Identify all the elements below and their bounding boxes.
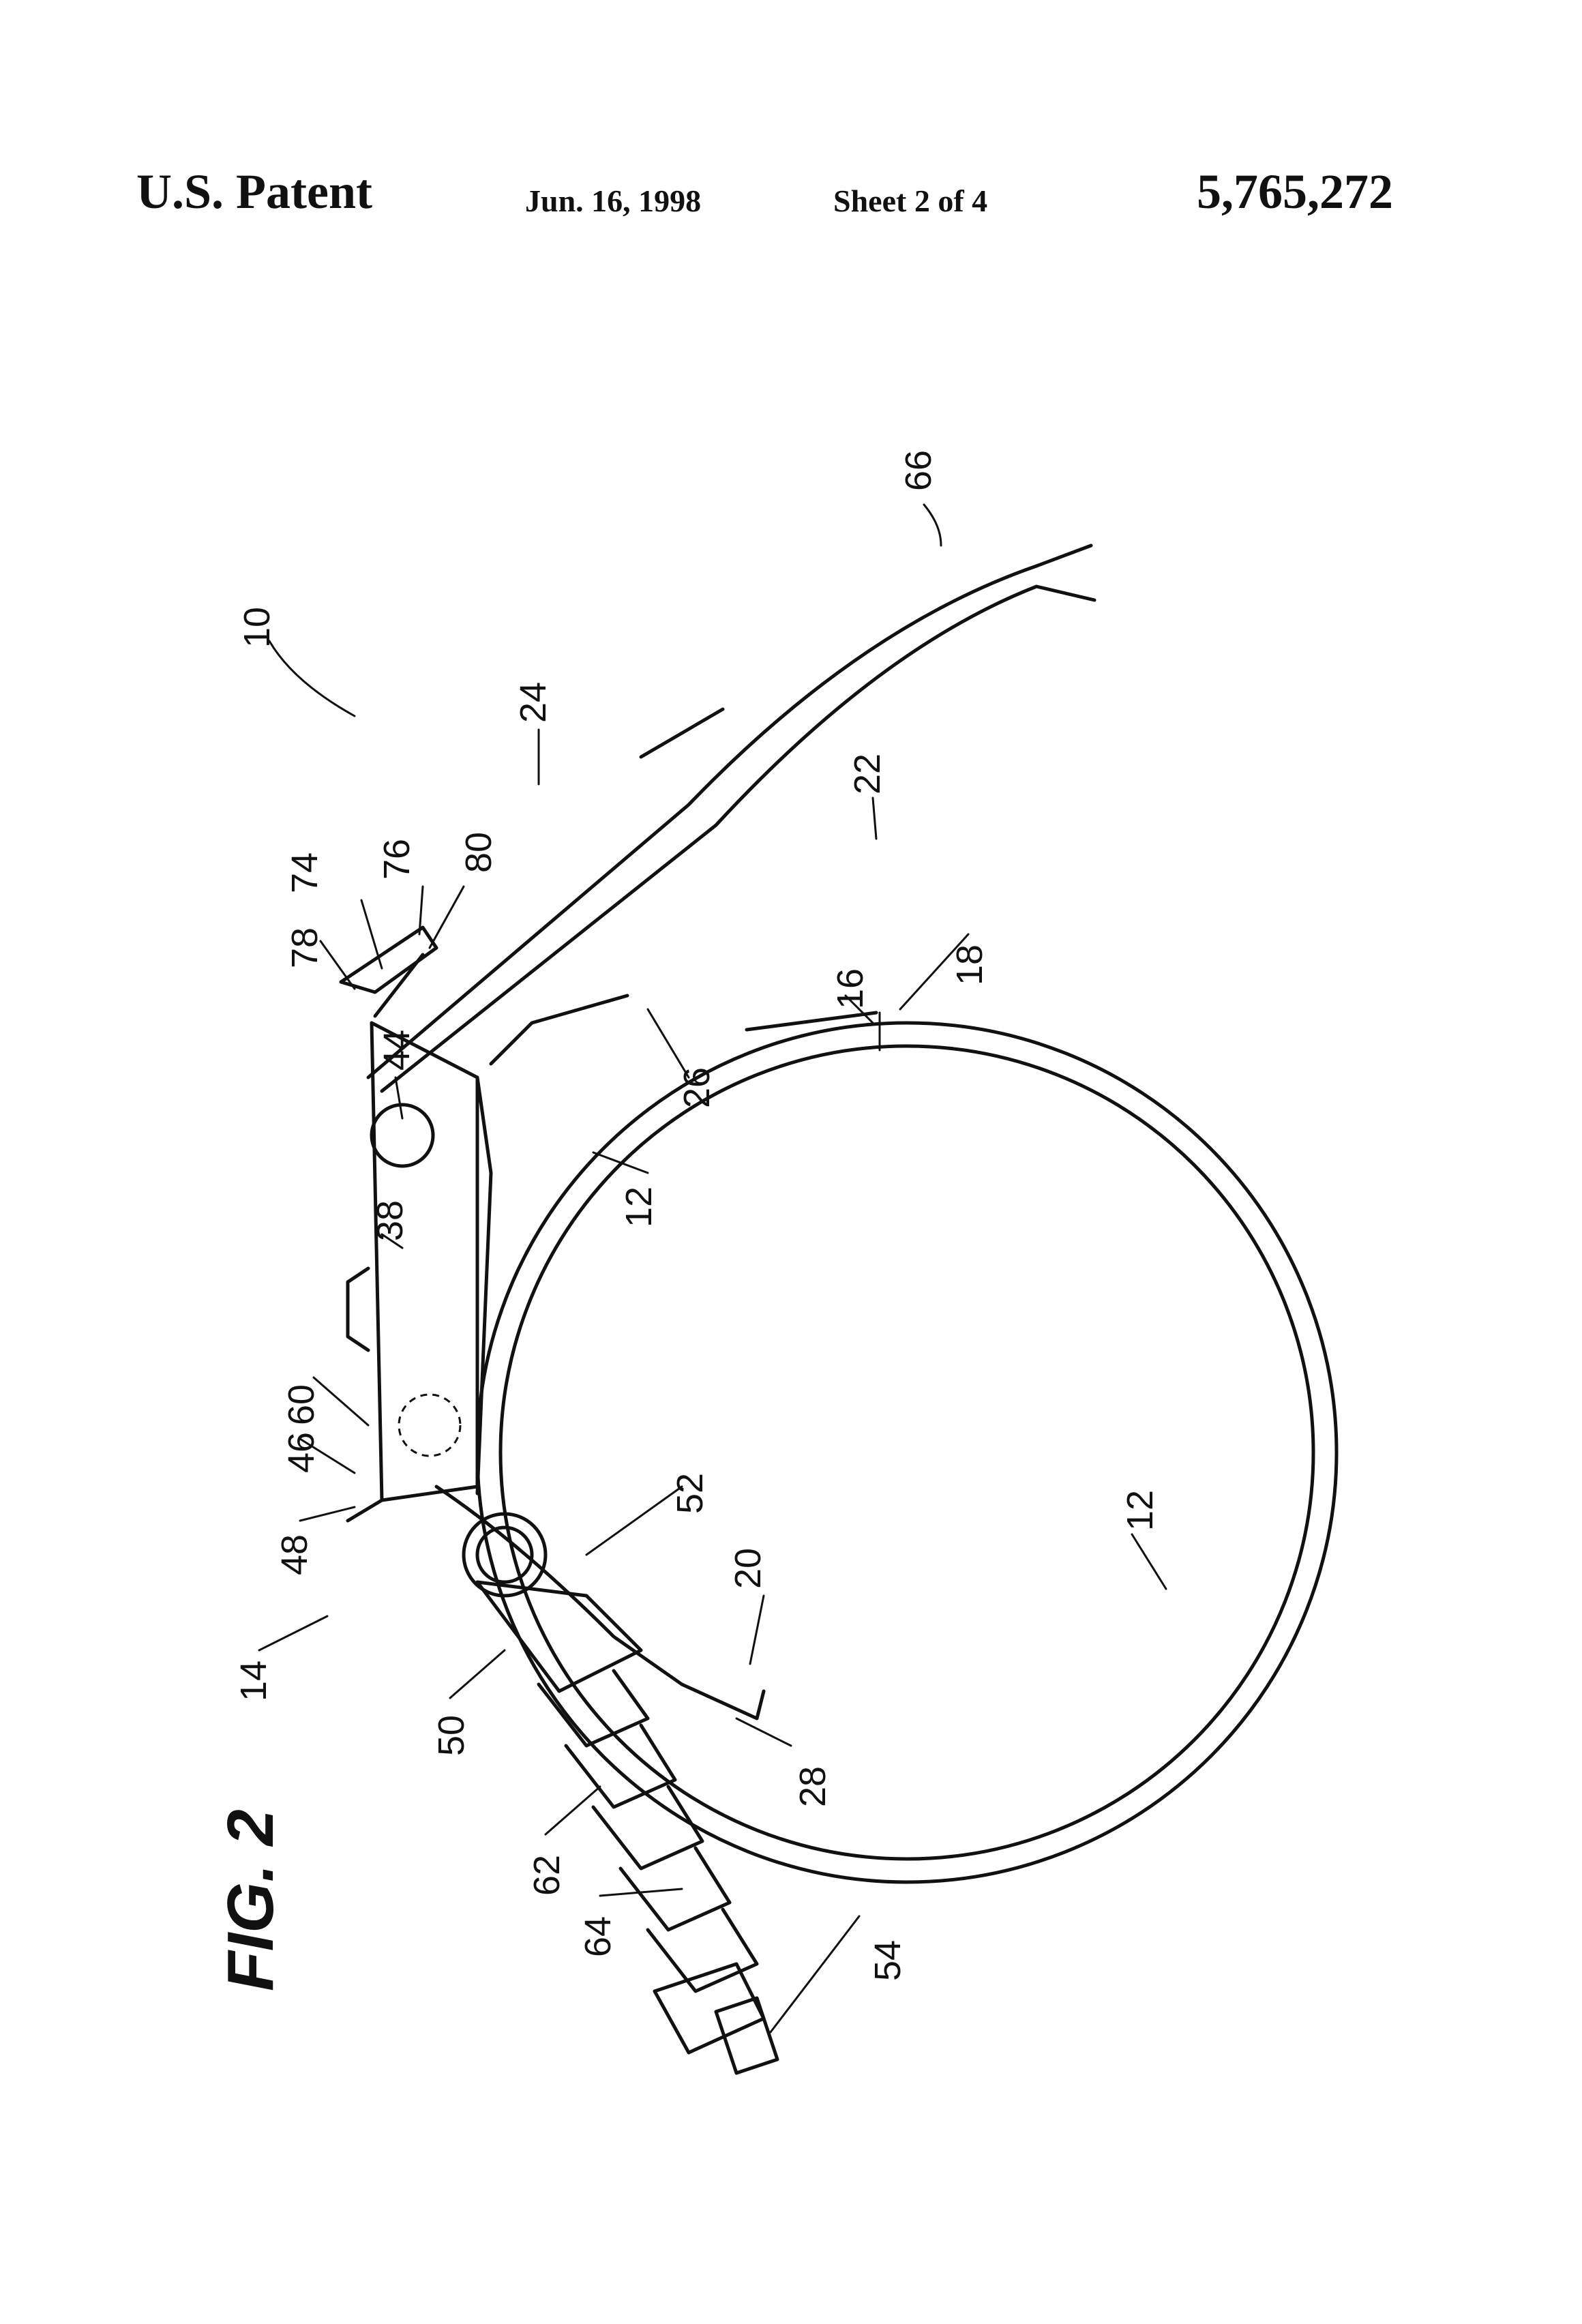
label-28: 28 [792,1766,833,1807]
label-60: 60 [281,1384,322,1425]
label-54: 54 [867,1940,908,1981]
label-26: 26 [676,1067,717,1108]
label-12-upper: 12 [618,1187,659,1227]
label-22: 22 [847,754,888,794]
lever-arm [368,546,1094,1091]
label-10: 10 [237,607,278,648]
label-16: 16 [830,968,871,1009]
label-80: 80 [458,832,499,873]
label-18: 18 [949,944,990,985]
bolt-spring-assembly [477,1582,777,2073]
strap-end [682,1684,764,1718]
label-52: 52 [670,1473,711,1514]
hook [341,927,436,1016]
leader-lines [259,505,1166,2032]
figure-title: FIG. 2 [214,1809,287,1991]
label-62: 62 [526,1855,567,1896]
label-24: 24 [513,682,554,723]
label-46: 46 [281,1432,322,1473]
label-66: 66 [898,450,939,491]
label-48: 48 [274,1534,315,1575]
clamp-body [348,1023,491,1521]
clamp-band [477,1013,1337,1882]
label-20: 20 [728,1548,768,1589]
band-loop [436,1487,682,1684]
label-64: 64 [578,1916,618,1957]
label-74: 74 [284,852,325,893]
label-50: 50 [431,1715,472,1756]
label-78: 78 [284,927,325,968]
label-44: 44 [376,1030,417,1071]
hidden-pin-60 [399,1395,460,1456]
label-14: 14 [233,1660,274,1701]
label-76: 76 [376,839,417,880]
label-12-lower: 12 [1120,1490,1161,1531]
label-38: 38 [370,1200,411,1241]
